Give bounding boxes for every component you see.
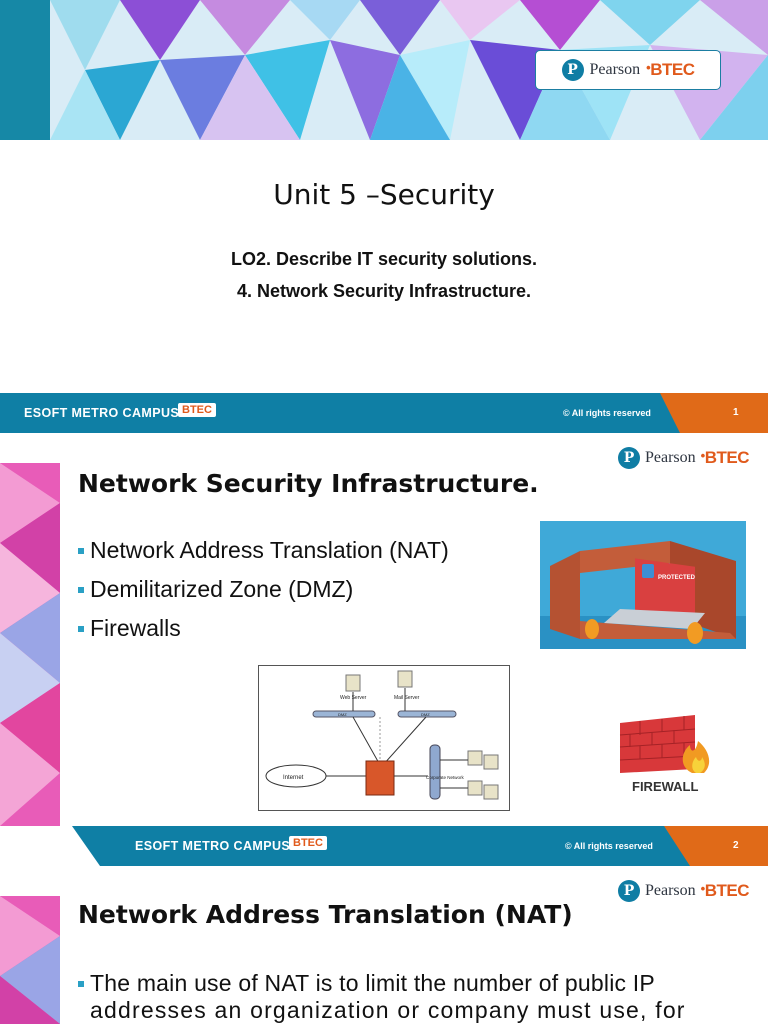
- client-pc-icon: [467, 780, 483, 796]
- bullet-marker: [78, 547, 84, 554]
- pearson-wordmark: Pearson: [645, 882, 696, 899]
- triangle-pattern: [0, 0, 768, 140]
- bullet-marker: [78, 625, 84, 632]
- bullet-marker: [78, 586, 84, 593]
- corporate-switch-icon: [429, 744, 441, 800]
- dmz-label-2: DMZ: [421, 712, 430, 717]
- dmz-bar-2: [397, 710, 457, 718]
- btec-wordmark: •BTEC: [700, 881, 750, 900]
- bullet-item: Demilitarized Zone (DMZ): [78, 576, 353, 603]
- protected-badge-text: PROTECTED: [658, 575, 696, 581]
- side-triangle-strip: [0, 896, 60, 1024]
- footer-btec-badge: BTEC: [178, 403, 216, 417]
- bullet-text: Firewalls: [90, 615, 181, 641]
- slide-heading: Network Address Translation (NAT): [78, 900, 573, 929]
- pearson-btec-logo: P Pearson •BTEC: [535, 50, 721, 90]
- pearson-wordmark: Pearson: [589, 61, 641, 78]
- footer-white-tab: [0, 826, 100, 866]
- side-accent-bar: [0, 0, 50, 140]
- bullet-marker: [78, 980, 84, 987]
- bullet-item: Firewalls: [78, 615, 181, 642]
- footer-bar-1: ESOFT METRO CAMPUS BTEC © All rights res…: [0, 393, 768, 433]
- footer-bar-2: ESOFT METRO CAMPUS BTEC © All rights res…: [0, 826, 768, 866]
- internet-label: Internet: [283, 775, 304, 781]
- slide-1: P Pearson •BTEC Unit 5 –Security LO2. De…: [0, 0, 768, 393]
- network-dmz-diagram: Web Server Mail Server DMZ DMZ Internet …: [258, 665, 510, 811]
- slide-heading: Network Security Infrastructure.: [78, 469, 539, 498]
- slide-topic: 4. Network Security Infrastructure.: [236, 281, 532, 301]
- client-pc-icon: [483, 784, 499, 800]
- pearson-p-icon: P: [561, 59, 584, 81]
- mail-server-icon: [397, 670, 413, 688]
- bullet-text: The main use of NAT is to limit the numb…: [90, 970, 655, 996]
- copyright-notice: © All rights reserved: [565, 841, 653, 851]
- learning-outcome: LO2. Describe IT security solutions.: [230, 249, 538, 269]
- bullet-item: Network Address Translation (NAT): [78, 537, 449, 564]
- protected-laptop-image: PROTECTED: [540, 521, 746, 649]
- pearson-p-icon: P: [618, 447, 640, 469]
- bullet-item: The main use of NAT is to limit the numb…: [78, 970, 728, 1024]
- bullet-text-continued: addresses an organization or company mus…: [90, 997, 686, 1023]
- slide-2: Network Security Infrastructure. P Pears…: [0, 433, 768, 826]
- firewall-label: FIREWALL: [632, 779, 698, 794]
- page-number: 1: [733, 407, 739, 418]
- corporate-network-label: Corporate Network: [426, 775, 465, 780]
- firewall-brick-icon: [365, 760, 395, 796]
- bullet-text: Network Address Translation (NAT): [90, 537, 449, 563]
- copyright-notice: © All rights reserved: [563, 408, 651, 418]
- pearson-btec-logo: P Pearson •BTEC: [618, 880, 750, 902]
- pearson-p-icon: P: [618, 880, 640, 902]
- bullet-line: The main use of NAT is to limit the numb…: [78, 970, 728, 997]
- bullet-text: Demilitarized Zone (DMZ): [90, 576, 354, 602]
- campus-name: ESOFT METRO CAMPUS: [24, 406, 180, 420]
- client-pc-icon: [467, 750, 483, 766]
- triangle-banner: [0, 0, 768, 140]
- slide-title: Unit 5 –Security: [273, 178, 495, 211]
- pearson-btec-logo: P Pearson •BTEC: [618, 447, 750, 469]
- dmz-label-1: DMZ: [338, 712, 347, 717]
- dmz-bar-1: [312, 710, 376, 718]
- web-server-icon: [345, 674, 361, 692]
- btec-wordmark: •BTEC: [646, 60, 695, 79]
- side-triangle-strip: [0, 463, 60, 826]
- firewall-image: FIREWALL: [619, 715, 710, 794]
- btec-wordmark: •BTEC: [700, 448, 750, 467]
- campus-name: ESOFT METRO CAMPUS: [135, 839, 291, 853]
- client-pc-icon: [483, 754, 499, 770]
- mail-server-label: Mail Server: [394, 695, 420, 701]
- pearson-wordmark: Pearson: [645, 449, 696, 466]
- footer-btec-badge: BTEC: [289, 836, 327, 850]
- slide-3: P Pearson •BTEC Network Address Translat…: [0, 866, 768, 1024]
- footer-orange-tab: [664, 826, 768, 866]
- footer-orange-tab: [660, 393, 768, 433]
- page-number: 2: [733, 840, 739, 851]
